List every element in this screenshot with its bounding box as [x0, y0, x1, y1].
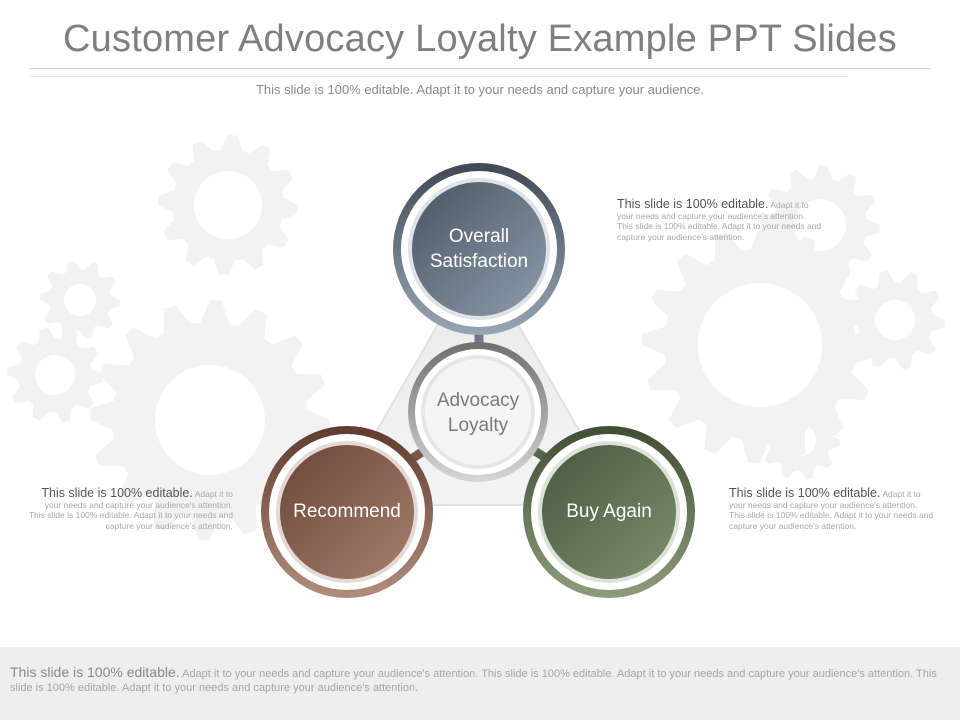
- footer-caption-band: This slide is 100% editable. Adapt it to…: [0, 647, 960, 720]
- note-left-lead: This slide is 100% editable.: [41, 486, 193, 500]
- label-overall-satisfaction-line1: Overall: [448, 226, 510, 247]
- title-divider-secondary: [30, 76, 848, 77]
- label-buy-again: Buy Again: [566, 501, 652, 522]
- footer-body: Adapt it to your needs and capture your …: [10, 668, 937, 694]
- note-top-right: This slide is 100% editable. Adapt it to…: [617, 197, 822, 242]
- title-divider: [30, 68, 930, 69]
- note-right-body: Adapt it to your needs and capture your …: [729, 489, 934, 531]
- label-advocacy-loyalty-line2: Loyalty: [447, 415, 509, 436]
- note-left: This slide is 100% editable. Adapt it to…: [28, 486, 233, 531]
- note-left-body: Adapt it to your needs and capture your …: [28, 489, 233, 531]
- bg-gear-icon: [642, 227, 878, 463]
- node-buy-again: [523, 426, 695, 598]
- label-overall-satisfaction-line2: Satisfaction: [429, 251, 529, 272]
- note-top-right-body: Adapt it to your needs and capture your …: [617, 200, 822, 242]
- node-advocacy-loyalty-center: [408, 342, 548, 482]
- footer-lead: This slide is 100% editable.: [10, 664, 180, 680]
- label-overall-satisfaction: Overall Satisfaction: [399, 224, 559, 274]
- bg-gear-icon: [760, 165, 880, 285]
- bg-gear-icon: [158, 135, 298, 275]
- node-overall-satisfaction: [393, 163, 565, 335]
- node-recommend: [261, 426, 433, 598]
- bg-gear-icon: [760, 400, 840, 480]
- page-subtitle: This slide is 100% editable. Adapt it to…: [255, 82, 705, 97]
- bg-gear-icon: [7, 327, 103, 423]
- note-top-right-lead: This slide is 100% editable.: [617, 197, 769, 211]
- label-advocacy-loyalty: Advocacy Loyalty: [398, 388, 558, 438]
- bg-gear-icon: [40, 260, 120, 340]
- label-advocacy-loyalty-line1: Advocacy: [436, 390, 520, 411]
- note-right-lead: This slide is 100% editable.: [729, 486, 881, 500]
- bg-gear-icon: [845, 270, 945, 370]
- note-right: This slide is 100% editable. Adapt it to…: [729, 486, 934, 531]
- page-title: Customer Advocacy Loyalty Example PPT Sl…: [63, 18, 897, 60]
- label-recommend: Recommend: [293, 501, 401, 522]
